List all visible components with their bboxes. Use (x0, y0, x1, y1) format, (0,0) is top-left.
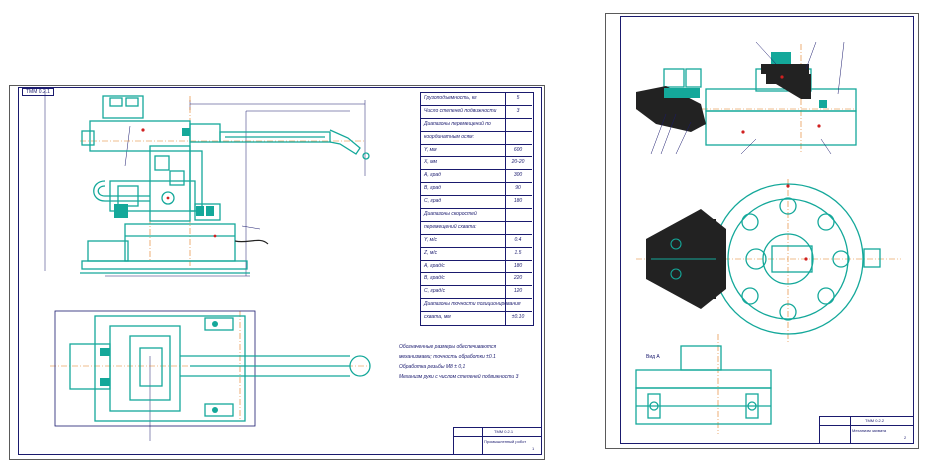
param-row-divider (420, 130, 532, 132)
param-value: 220 (513, 275, 523, 282)
param-value: 3 (516, 107, 520, 114)
param-label: A, град (424, 172, 441, 179)
param-label: Диапазоны точности позиционирования (424, 301, 521, 308)
param-label: Z, м/с (424, 249, 438, 256)
sheet-2-code: ТММ 0.2.2 (865, 418, 885, 423)
param-label: Y, м/с (424, 236, 437, 243)
sheet-2-sheet-number: 2 (904, 435, 907, 440)
section-label: Вид А (646, 354, 660, 360)
drawing-sheet-1: ТММ 0.2.1 (9, 85, 545, 460)
param-row-divider (420, 246, 532, 248)
param-label: Грузоподъемность, кг (424, 95, 477, 101)
param-value: 20-20 (511, 159, 525, 166)
note-line-1: Обозначенные размеры обеспечиваются (399, 344, 497, 350)
param-value: 0.4 (514, 236, 522, 243)
note-line-3: Обработка резьбы М8 ± 0,1 (399, 364, 466, 370)
drawing-sheet-2: Вид А ТММ 0.2.2 Механизм захвата 2 (605, 13, 919, 449)
param-value: 300 (513, 172, 523, 179)
param-label: Число степеней подвижности (424, 107, 497, 114)
param-row-divider (420, 169, 532, 171)
param-row-divider (420, 233, 532, 235)
sheet-1-title-block: ТММ 0.2.1 Промышленный робот 1 (453, 427, 542, 455)
param-row-divider (420, 272, 532, 274)
param-row-divider (420, 208, 532, 209)
param-value: 180 (513, 198, 523, 205)
param-label: координатным осям: (424, 133, 474, 140)
param-row-divider (420, 259, 532, 261)
param-value: 180 (513, 262, 523, 269)
param-row-divider (420, 117, 532, 119)
param-label: C, град (424, 198, 442, 205)
param-row-divider (420, 220, 532, 222)
param-row-divider (420, 311, 532, 313)
sheet-1-name: Промышленный робот (484, 439, 527, 444)
param-value: ±0.10 (511, 314, 525, 321)
param-label: Диапазоны перемещений по (424, 120, 491, 127)
param-label: Y, мм (424, 146, 437, 153)
param-row-divider (420, 104, 532, 106)
param-label: X, мм (424, 159, 437, 166)
sheet-2-name: Механизм захвата (852, 428, 887, 433)
param-row-divider (420, 182, 532, 184)
param-label: A, град/с (424, 262, 445, 269)
sheet-1-drawing (44, 91, 371, 441)
sheet-2-drawing (635, 41, 901, 434)
param-value: 600 (513, 146, 523, 153)
param-value: 120 (513, 288, 523, 295)
param-value: 1.5 (514, 249, 522, 256)
param-label: C, град/с (424, 288, 446, 295)
param-row-divider (420, 298, 532, 300)
note-line-2: механизмами; точность обработки ±0.1 (399, 354, 496, 360)
sheet-1-sheet-number: 1 (532, 446, 535, 451)
sheet-1-frame (18, 87, 542, 455)
param-label: B, град/с (424, 275, 445, 282)
sheet-2-title-block: ТММ 0.2.2 Механизм захвата 2 (819, 416, 914, 444)
param-row-divider (420, 285, 532, 287)
sheet-1-stamp: ТММ 0.2.1 (22, 88, 54, 96)
note-line-4: Механизм руки с числом степеней подвижно… (399, 374, 519, 380)
param-row-divider (420, 143, 532, 145)
param-label: B, град (424, 185, 441, 192)
param-row-divider (420, 195, 532, 197)
sheet-2-frame (620, 16, 914, 444)
param-row-divider (420, 156, 532, 158)
parameters-table (420, 92, 534, 326)
param-label: схвата, мм (424, 314, 451, 321)
sheet-1-code: ТММ 0.2.1 (494, 429, 514, 434)
param-label: Диапазоны скоростей (424, 211, 477, 217)
param-label: перемещений схвата: (424, 223, 477, 230)
param-value: 5 (516, 95, 520, 101)
param-value: 90 (515, 185, 521, 192)
